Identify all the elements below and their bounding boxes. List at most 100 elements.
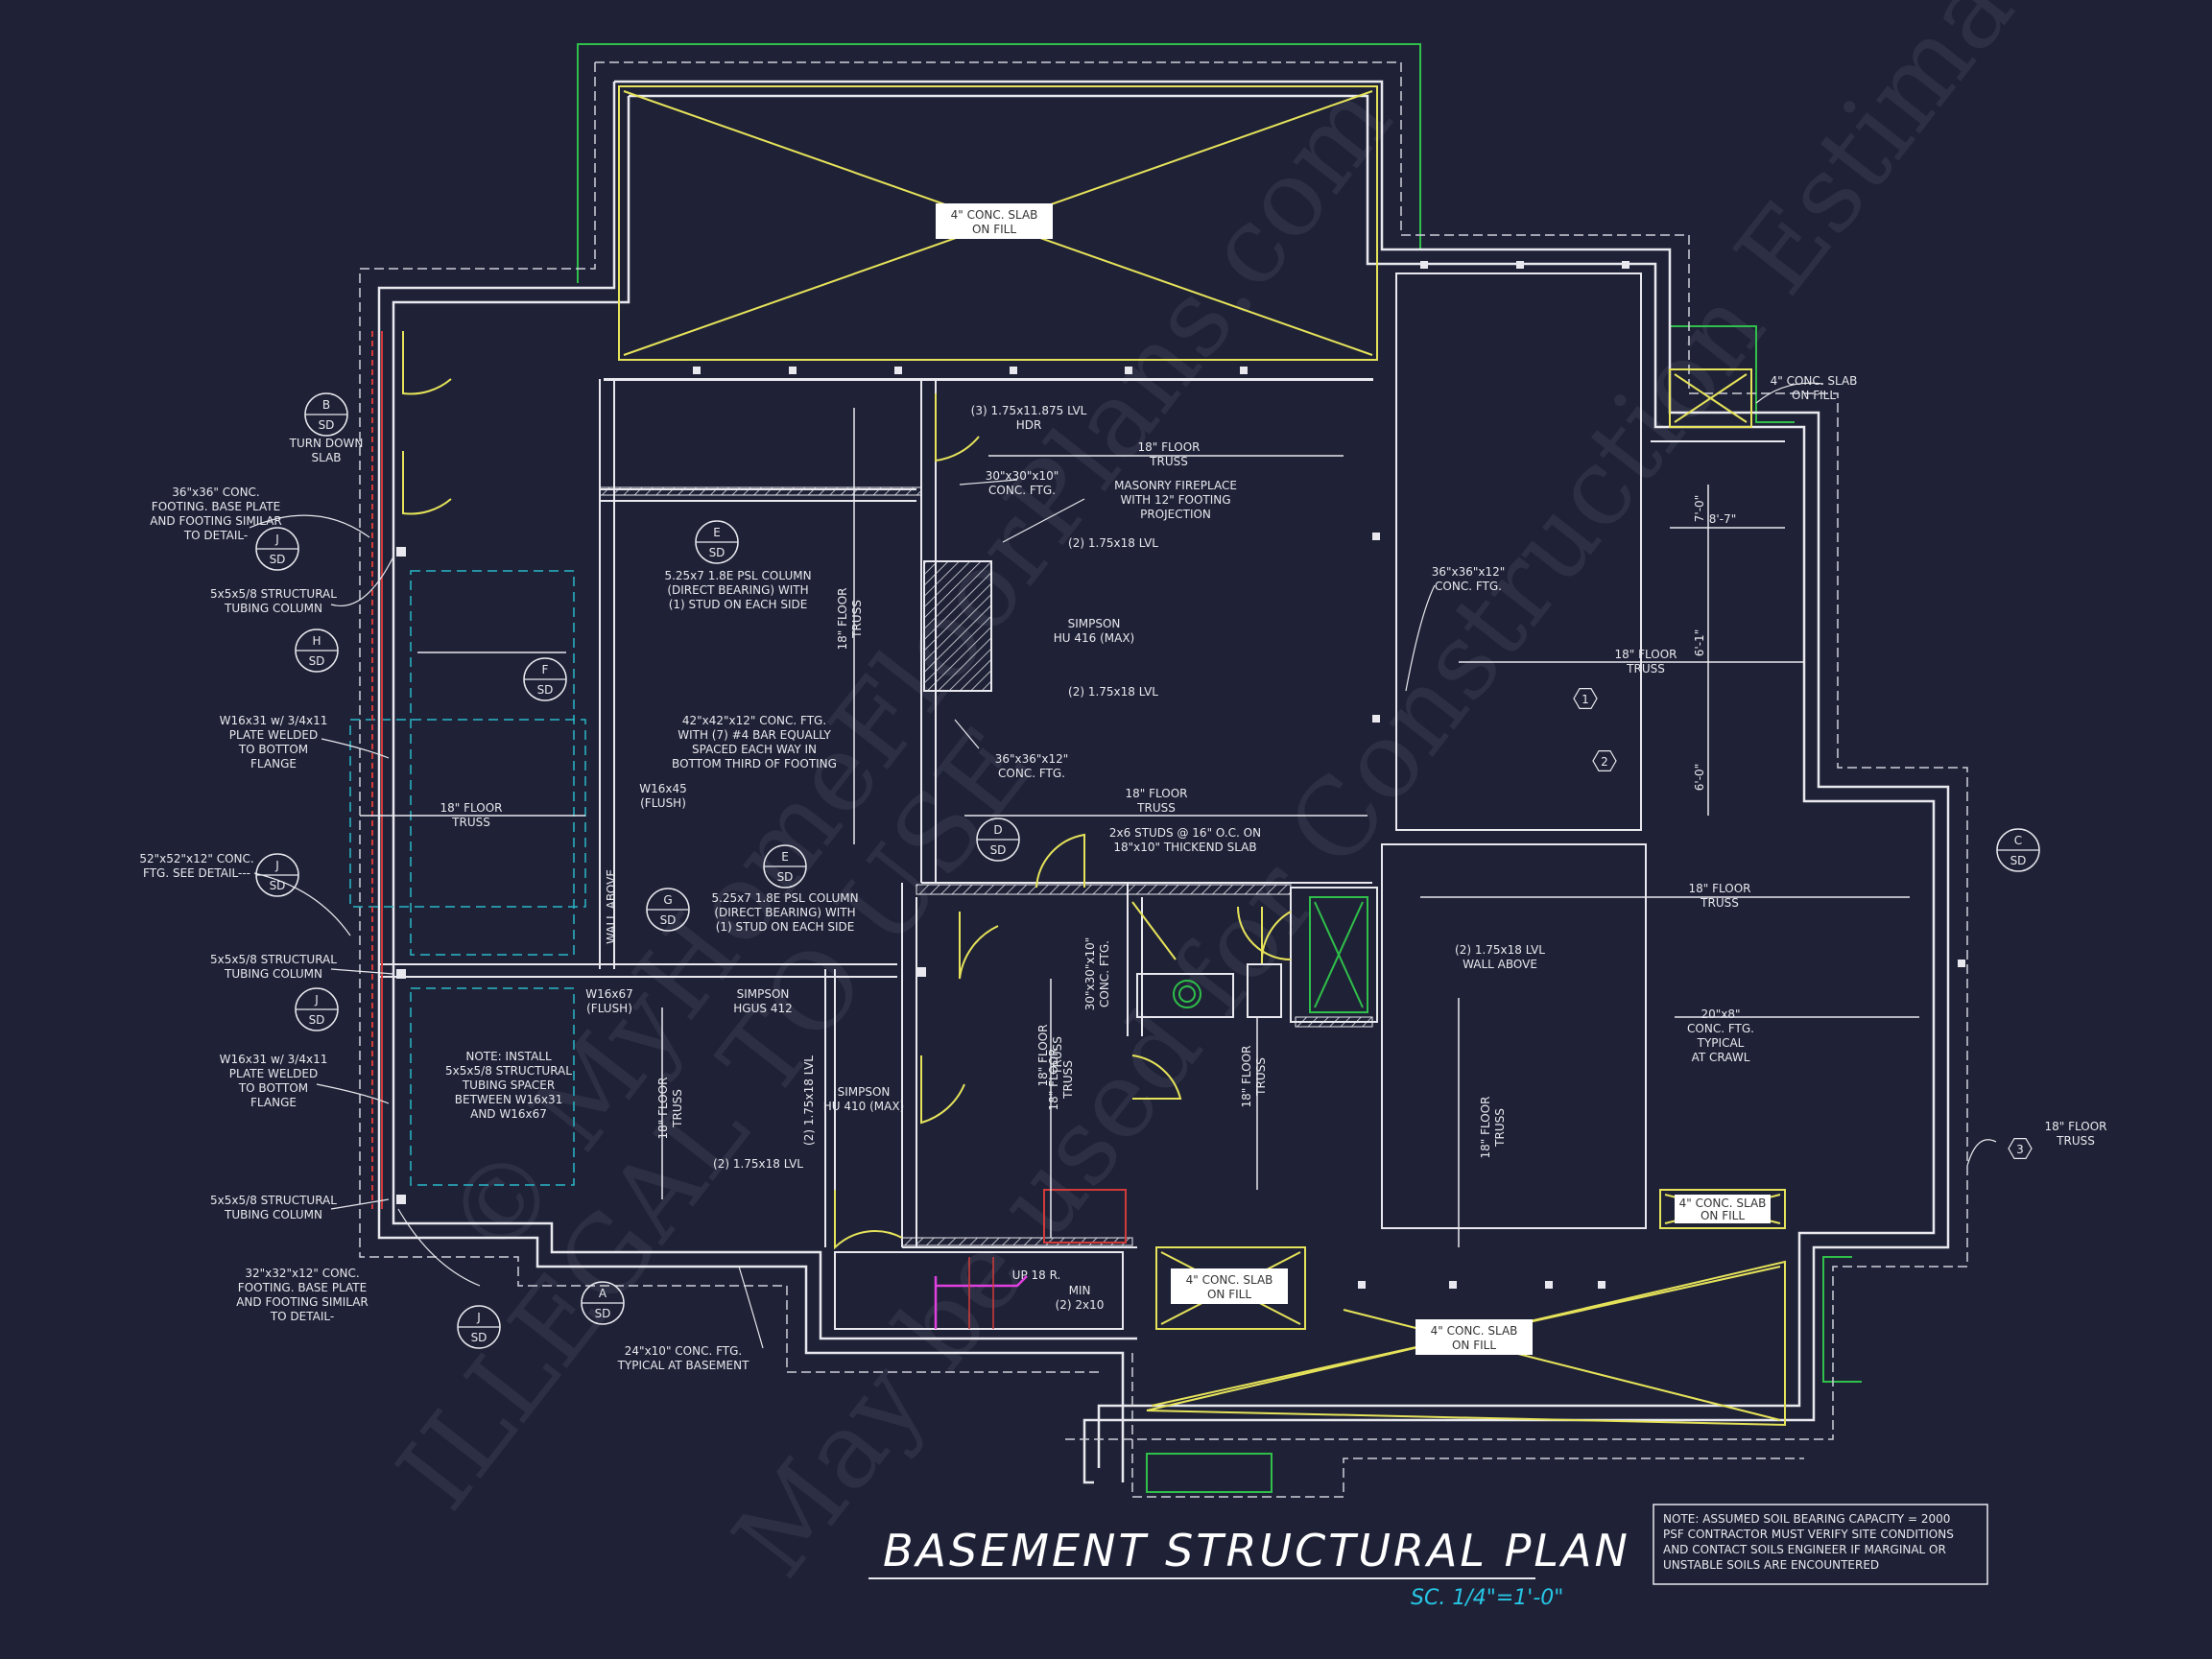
hex-shape xyxy=(1573,687,1598,710)
plan-note-line: HU 416 (MAX) xyxy=(1054,631,1135,645)
callout-letter: C xyxy=(2014,834,2022,847)
note-line: UNSTABLE SOILS ARE ENCOUNTERED xyxy=(1663,1558,1879,1572)
posts xyxy=(396,261,1965,1289)
dimension-label: 8'-7" xyxy=(1709,512,1736,526)
plan-note-line: BOTTOM THIRD OF FOOTING xyxy=(672,757,837,770)
plan-note-line: TRUSS xyxy=(1051,1036,1064,1076)
plan-note-line: PROJECTION xyxy=(1140,508,1211,521)
plan-note-line: MIN xyxy=(1069,1284,1091,1297)
plan-note-line: TRUSS xyxy=(1700,896,1739,910)
plan-note-line: (1) STUD ON EACH SIDE xyxy=(716,920,855,934)
plan-note: (2) 1.75x18 LVL xyxy=(1068,536,1158,550)
slab-label-garage: 4" CONC. SLAB ON FILL xyxy=(936,203,1053,239)
footing-lines xyxy=(359,61,1968,1498)
left-note-line: 5x5x5/8 STRUCTURAL xyxy=(210,1194,337,1207)
plan-note-line: 18" FLOOR xyxy=(1615,648,1677,661)
plan-note-line: UP 18 R. xyxy=(1012,1268,1061,1282)
plan-note-line: (FLUSH) xyxy=(640,796,686,810)
dimensions: 7'-0"8'-7"6'-1"6'-0" xyxy=(1693,495,1736,791)
plan-note-line: TRUSS xyxy=(1061,1060,1075,1100)
detail-callout: HSD xyxy=(295,628,339,673)
plan-note-line: W16x45 xyxy=(639,782,687,795)
plan-note-line: (2) 1.75x18 LVL xyxy=(1068,536,1158,550)
left-note-line: PLATE WELDED xyxy=(229,1067,318,1080)
dimension-label: 6'-1" xyxy=(1693,629,1706,656)
slab-label-line: 4" CONC. SLAB xyxy=(1431,1324,1518,1338)
left-note-line: TUBING COLUMN xyxy=(224,602,322,615)
plan-note-line: TRUSS xyxy=(1493,1108,1507,1148)
cyan-footings xyxy=(349,570,586,1186)
note-line: AND CONTACT SOILS ENGINEER IF MARGINAL O… xyxy=(1663,1543,1946,1556)
left-note-line: FLANGE xyxy=(250,757,297,770)
callout-ref: SD xyxy=(309,1013,325,1027)
plan-note: (2) 1.75x18 LVL xyxy=(713,1157,803,1171)
detail-callout: DSD xyxy=(976,818,1020,862)
leader-lines xyxy=(249,382,1997,1349)
left-note-line: 5x5x5/8 STRUCTURAL xyxy=(210,587,337,601)
left-note-line: FOOTING. BASE PLATE xyxy=(238,1281,367,1294)
plan-note: 36"x36"x12"CONC. FTG. xyxy=(995,752,1069,780)
hex-tags: 123 xyxy=(1573,687,2033,1160)
plan-note: UP 18 R. xyxy=(1012,1268,1061,1282)
foundation-walls xyxy=(377,80,1950,1484)
callout-letter: G xyxy=(663,893,672,907)
slab-label-line: 4" CONC. SLAB xyxy=(1679,1197,1767,1210)
plan-note-line: (2) 2x10 xyxy=(1056,1298,1105,1312)
plan-note-line: SIMPSON xyxy=(1068,617,1121,630)
callout-letter: B xyxy=(322,398,330,412)
plan-note-line: (2) 1.75x18 LVL xyxy=(1455,943,1545,957)
soil-note: NOTE: ASSUMED SOIL BEARING CAPACITY = 20… xyxy=(1653,1504,1988,1585)
plan-note-line: TRUSS xyxy=(1136,801,1176,815)
callout-ref: SD xyxy=(709,546,725,559)
callout-letter: F xyxy=(542,663,549,676)
left-note-line: TUBING COLUMN xyxy=(224,1208,322,1221)
callout-ref: SD xyxy=(309,654,325,668)
plan-note-line: 4" CONC. SLAB xyxy=(1771,374,1858,388)
slab-label-south: 4" CONC. SLAB ON FILL xyxy=(1171,1268,1288,1304)
plan-note-line: SIMPSON xyxy=(737,987,790,1001)
hex-shape xyxy=(1592,749,1617,772)
left-note-line: 5x5x5/8 STRUCTURAL xyxy=(210,953,337,966)
callout-ref: SD xyxy=(319,418,335,432)
plan-note-line: TRUSS xyxy=(671,1089,684,1128)
bath-hatch xyxy=(1295,1016,1373,1028)
plan-note: WALL ABOVE xyxy=(605,869,618,944)
plan-note-line: (2) 1.75x18 LVL xyxy=(713,1157,803,1171)
plan-note-line: WITH (7) #4 BAR EQUALLY xyxy=(678,728,831,742)
hex-number: 1 xyxy=(1582,693,1589,706)
plan-note-line: TRUSS xyxy=(451,816,490,829)
plan-note-line: 18" FLOOR xyxy=(1240,1046,1253,1108)
plan-note-line: AT CRAWL xyxy=(1692,1051,1750,1064)
masonry-fireplace xyxy=(923,560,992,692)
detail-callout: JSD xyxy=(255,853,299,897)
lvl-beam xyxy=(599,486,922,496)
plan-note-line: 36"x36"x12" xyxy=(995,752,1069,766)
plan-note-line: HDR xyxy=(1016,418,1042,432)
slab-label-line: ON FILL xyxy=(1701,1209,1745,1222)
plan-note: 42"x42"x12" CONC. FTG.WITH (7) #4 BAR EQ… xyxy=(672,714,837,770)
plan-note-line: CONC. FTG. xyxy=(1098,940,1111,1007)
plan-note-line: 18" FLOOR xyxy=(1036,1025,1050,1087)
plan-note-line: SIMPSON xyxy=(838,1085,891,1099)
plan-note-line: 18" FLOOR xyxy=(1126,787,1188,800)
detail-callout: GSD xyxy=(646,888,690,932)
plan-note-line: CONC. FTG. xyxy=(998,767,1065,780)
callout-ref: SD xyxy=(777,870,794,884)
hex-number: 3 xyxy=(2016,1143,2024,1156)
